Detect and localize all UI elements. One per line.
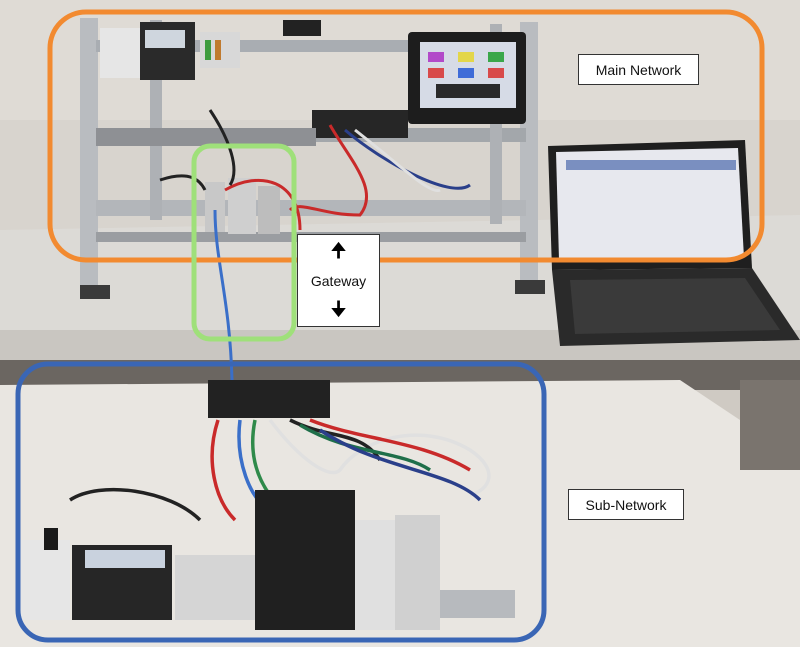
main-network-outline (47, 9, 765, 263)
gateway-label-text: Gateway (310, 272, 367, 289)
gateway-label: 🠉 Gateway 🠋 (297, 234, 380, 327)
sub-network-label: Sub-Network (568, 489, 684, 520)
main-network-label: Main Network (578, 54, 699, 85)
main-network-label-text: Main Network (595, 61, 682, 78)
gateway-outline (191, 143, 297, 342)
sub-network-label-text: Sub-Network (585, 496, 667, 513)
gateway-devices (205, 178, 280, 234)
arrow-up-icon: 🠉 (330, 240, 347, 262)
cable-duct (96, 128, 316, 146)
laptop (548, 140, 800, 346)
floor-right (740, 380, 800, 470)
sub-plc-rack (20, 490, 515, 630)
sub-network-outline (15, 361, 547, 643)
rig-top-devices (100, 20, 321, 80)
arrow-down-icon: 🠋 (330, 299, 347, 321)
sub-switch (208, 380, 330, 418)
hmi-display (408, 32, 526, 124)
